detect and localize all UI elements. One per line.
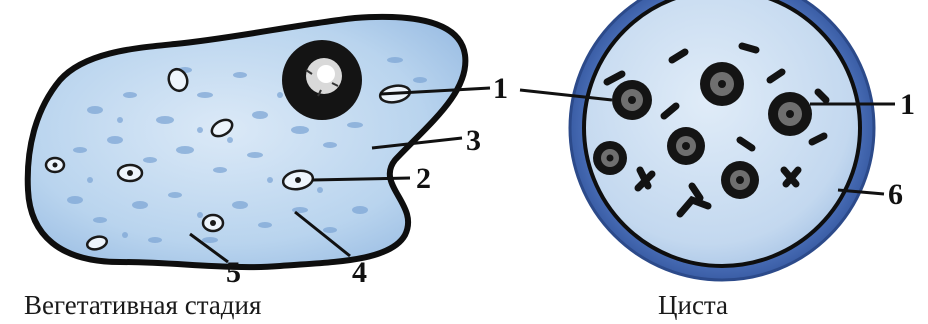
label-veg-ectoplasm: 3 [466,124,481,157]
vegetative-cell [28,17,466,267]
label-cyst-wall: 6 [888,178,903,211]
leader-digestive-vacuole [312,178,410,180]
vegetative-nucleus [282,40,362,120]
caption-vegetative-stage: Вегетативная стадия [24,290,261,320]
cyst-nucleus [721,161,759,199]
cyst-nucleus [768,92,812,136]
cyst [570,0,874,280]
cyst-inner-wall [584,0,860,266]
label-cyst-nucleus-left: 1 [493,72,508,105]
cyst-nucleus [612,80,652,120]
label-veg-food-vacuole: 5 [226,256,241,289]
cyst-nucleus [667,127,705,165]
label-veg-digestive-vacuole: 2 [416,162,431,195]
caption-cyst: Циста [658,290,728,320]
label-cyst-nucleus-right: 1 [900,88,915,121]
cyst-nucleus [700,62,744,106]
cyst-nucleus [593,141,627,175]
cell-body [28,17,466,267]
label-veg-endoplasm: 4 [352,256,367,289]
